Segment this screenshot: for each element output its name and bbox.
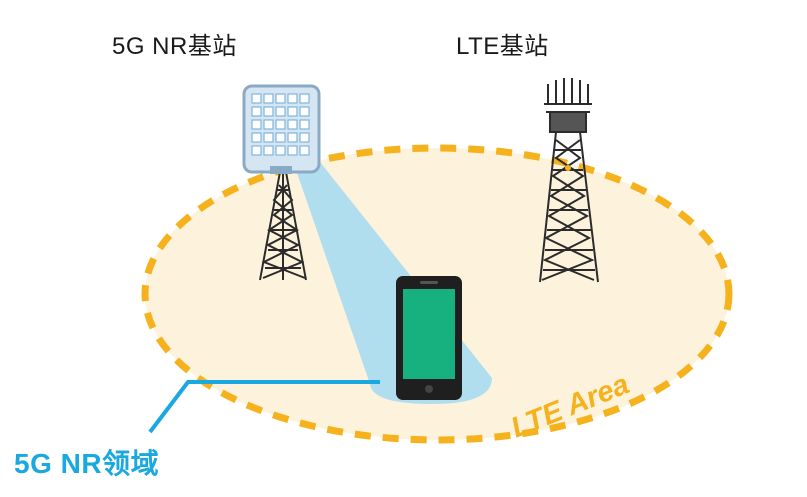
nr-antenna-panel: [242, 84, 321, 174]
smartphone: [396, 276, 462, 400]
nr-tower: [259, 171, 307, 281]
nr-area-callout-line: [148, 380, 380, 434]
nr-area-label: 5G NR领域: [14, 448, 160, 479]
lte-station-title: LTE基站: [456, 33, 549, 60]
lte-tower: [539, 78, 599, 283]
nr-station-title: 5G NR基站: [112, 33, 237, 60]
